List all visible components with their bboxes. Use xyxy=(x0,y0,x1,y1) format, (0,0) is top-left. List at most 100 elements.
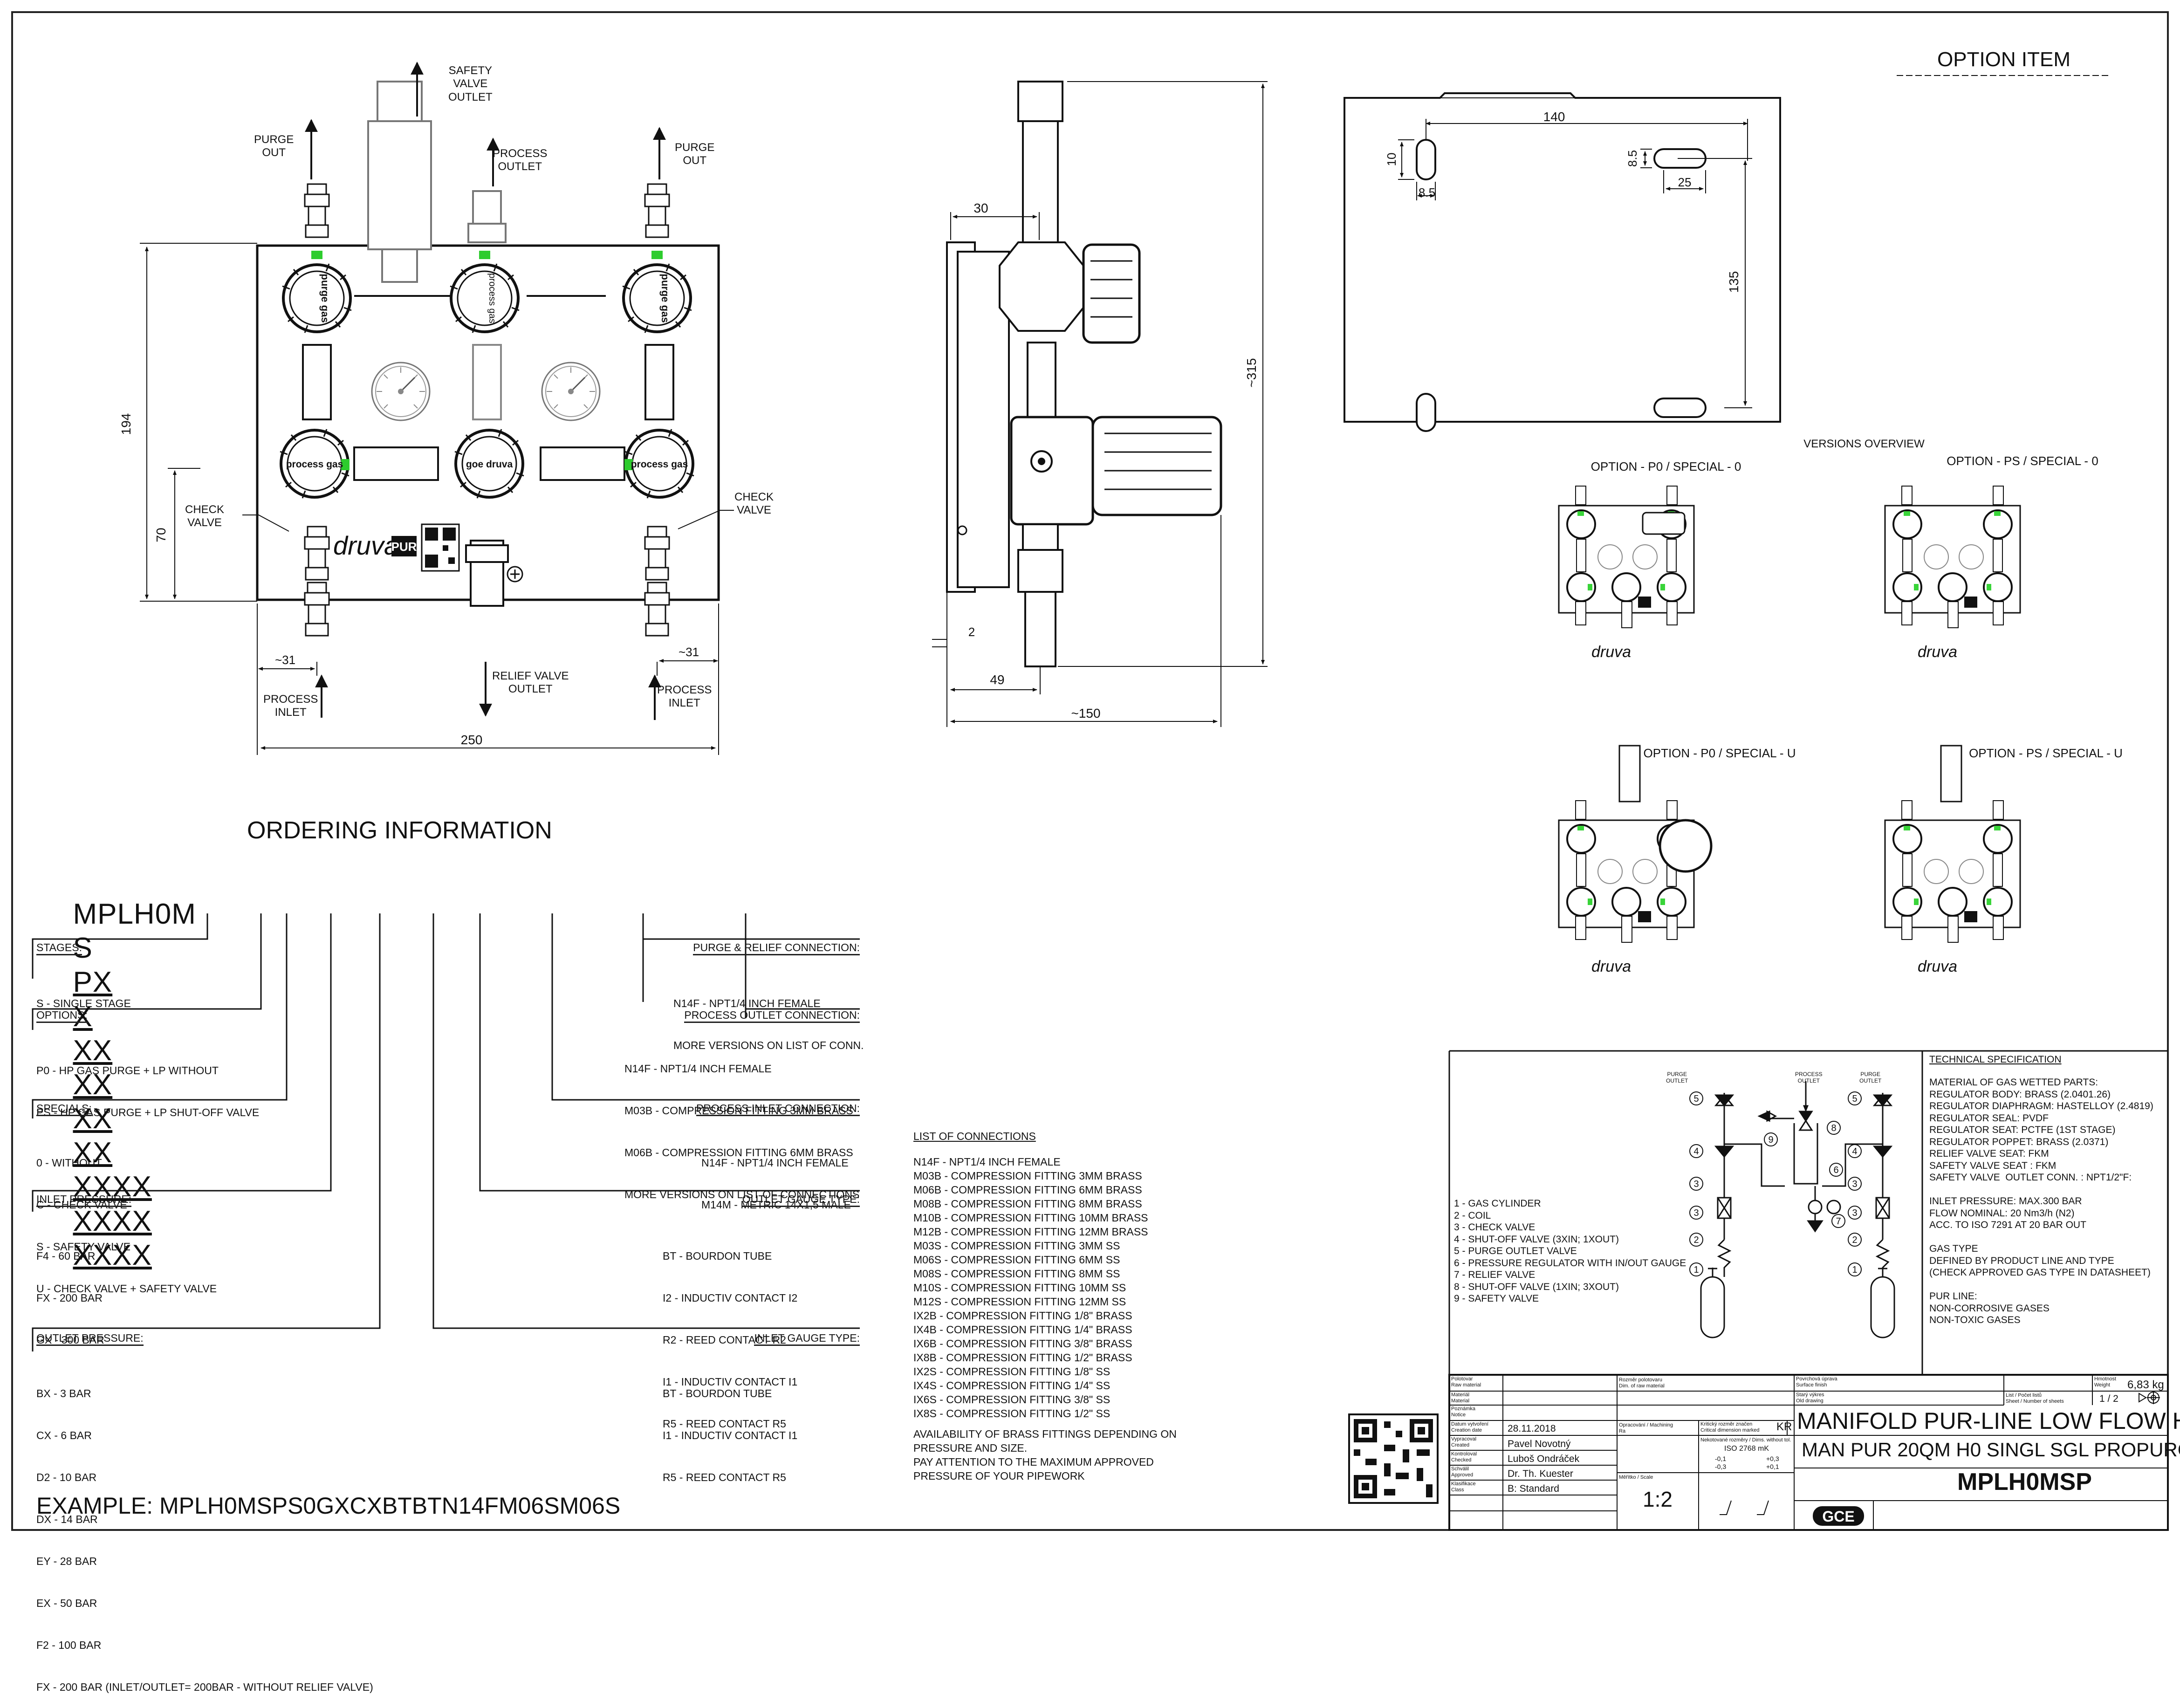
tb-label-raw: Polotovar Raw material xyxy=(1451,1376,1481,1388)
connection-item: M03S - COMPRESSION FITTING 3MM SS xyxy=(913,1240,1120,1252)
outlet-pressure-line: D2 - 10 BAR xyxy=(36,1471,97,1483)
tb-title-main: MANIFOLD PUR-LINE LOW FLOW H0 xyxy=(1797,1408,2180,1434)
versions-overview: VERSIONS OVERVIEW OPTION - P0 / SPECIAL … xyxy=(1558,438,2123,975)
tb-weight: 6,83 kg xyxy=(2127,1379,2164,1391)
inlet-gauge-line: BT - BOURDON TUBE xyxy=(663,1387,772,1399)
knob-text-brand: goe druva xyxy=(466,459,513,470)
purge-knob-right xyxy=(623,264,692,333)
svg-text:4: 4 xyxy=(1852,1146,1857,1157)
front-view: purge gas purge gas process gas process … xyxy=(119,62,734,755)
label-purge-out-left: PURGE OUT xyxy=(254,133,294,159)
section-outlet-gauge-lines: BT - BOURDON TUBE I2 - INDUCTIV CONTACT … xyxy=(663,1221,797,1445)
connection-item: M08S - COMPRESSION FITTING 8MM SS xyxy=(913,1268,1120,1280)
version-panel-3 xyxy=(1558,745,1713,943)
legend-item: 2 - COIL xyxy=(1454,1210,1491,1221)
options-line: PS - HP GAS PURGE + LP SHUT-OFF VALVE xyxy=(36,1106,260,1118)
version-panel-4 xyxy=(1884,745,2021,943)
tb-label-created: Vypracoval Created xyxy=(1451,1436,1477,1448)
dim-height-194: 194 xyxy=(119,413,133,435)
knob-text-process-top: process gas xyxy=(487,273,497,323)
specials-line: U - CHECK VALVE + SAFETY VALVE xyxy=(36,1283,217,1295)
section-options-title: OPTIONS: xyxy=(36,1009,88,1023)
connection-item: M10B - COMPRESSION FITTING 10MM BRASS xyxy=(913,1212,1148,1224)
gce-logo: GCE xyxy=(1813,1506,1864,1526)
ordering-title: ORDERING INFORMATION xyxy=(247,817,552,844)
tech-spec-line: GAS TYPE xyxy=(1929,1243,1978,1254)
section-process-inlet-lines: N14F - NPT1/4 INCH FEMALE M14M - METRIC … xyxy=(701,1128,851,1226)
svg-text:4: 4 xyxy=(1693,1146,1699,1157)
tb-label-critical: Kritický rozměr značen Critical dimensio… xyxy=(1700,1421,1760,1433)
legend-item: 5 - PURGE OUTLET VALVE xyxy=(1454,1246,1577,1256)
purge-relief-line: N14F - NPT1/4 INCH FEMALE xyxy=(673,997,821,1009)
section-specials-title: SPECIALS: xyxy=(36,1102,92,1116)
tolerance-symbols xyxy=(1720,1391,2160,1515)
dim-opt-8-5: 8.5 xyxy=(1419,185,1435,199)
label-check-valve-right: CHECK VALVE xyxy=(734,491,774,517)
svg-text:3: 3 xyxy=(1693,1179,1699,1189)
side-view: 30 ~315 2 49 ~150 xyxy=(932,81,1268,727)
side-purge-knob xyxy=(1082,243,1141,344)
section-process-outlet-title: PROCESS OUTLET CONNECTION: xyxy=(684,1009,860,1023)
title-block-grid xyxy=(1448,1374,2169,1531)
outlet-gauge-line: I2 - INDUCTIV CONTACT I2 xyxy=(663,1292,798,1304)
tech-spec-line: REGULATOR SEAT: PCTFE (1ST STAGE) xyxy=(1929,1125,2116,1135)
inlet-fitting-left xyxy=(304,582,330,637)
tb-sheet: 1 / 2 xyxy=(2099,1393,2118,1404)
tb-tol-plus: +0,3 +0,1 xyxy=(1766,1455,1779,1470)
connection-item: M08B - COMPRESSION FITTING 8MM BRASS xyxy=(913,1198,1142,1210)
connection-note-line: AVAILABILITY OF BRASS FITTINGS DEPENDING… xyxy=(913,1428,1177,1440)
dim-right-31: ~31 xyxy=(679,645,699,659)
qr-code xyxy=(1348,1413,1439,1504)
schematic-label-purge-outlet-left: PURGE OUTLET xyxy=(1666,1071,1688,1084)
tb-title-sub: MAN PUR 20QM H0 SINGL SGL PROPURGE xyxy=(1802,1439,2180,1461)
legend-item: 6 - PRESSURE REGULATOR WITH IN/OUT GAUGE xyxy=(1454,1257,1686,1269)
tech-spec-line: RELIEF VALVE SEAT: FKM xyxy=(1929,1148,2049,1159)
outlet-pressure-line: EY - 28 BAR xyxy=(36,1555,97,1567)
tb-label-class: Klasifikace Class xyxy=(1451,1481,1476,1493)
tb-scale: 1:2 xyxy=(1643,1487,1673,1511)
dim-opt-25: 25 xyxy=(1678,175,1692,189)
dim-side-49: 49 xyxy=(990,672,1004,687)
code-part-base: MPLH0M xyxy=(73,898,196,931)
code-part-outlet-pressure: XX xyxy=(73,1068,113,1101)
outlet-pressure-line: EX - 50 BAR xyxy=(36,1597,97,1609)
section-outlet-pressure-title: OUTLET PRESSURE: xyxy=(36,1332,144,1346)
svg-text:8: 8 xyxy=(1831,1123,1836,1133)
dim-opt-8-5b: 8.5 xyxy=(1625,150,1639,167)
tb-label-weight: Hmotnost Weight xyxy=(2094,1376,2117,1388)
outlet-gauge-line: R5 - REED CONTACT R5 xyxy=(663,1418,786,1430)
brand-logo: druva xyxy=(333,531,398,560)
code-part-purge-conn: XXXX xyxy=(73,1239,152,1271)
section-purge-relief-title: PURGE & RELIEF CONNECTION: xyxy=(693,941,860,955)
knob-text-purge-right: purge gas xyxy=(659,274,671,322)
version-label-4: OPTION - PS / SPECIAL - U xyxy=(1969,746,2123,760)
check-valve-left xyxy=(304,526,330,581)
code-part-outlet-conn: XXXX xyxy=(73,1205,152,1237)
legend-item: 1 - GAS CYLINDER xyxy=(1454,1198,1541,1209)
connection-item: IX2B - COMPRESSION FITTING 1/8" BRASS xyxy=(913,1310,1132,1322)
ordering-leaders xyxy=(32,913,860,1351)
section-inlet-pressure-title: INLET PRESSURE: xyxy=(36,1193,132,1207)
dim-lower-70: 70 xyxy=(154,528,168,542)
drawing-canvas: purge gas purge gas process gas process … xyxy=(11,11,2169,1531)
tech-spec-lines: MATERIAL OF GAS WETTED PARTS:REGULATOR B… xyxy=(1929,1077,2153,1326)
outlet-gauge xyxy=(541,362,601,421)
svg-text:3: 3 xyxy=(1852,1179,1857,1189)
tb-label-approved: Schválil Approved xyxy=(1451,1466,1474,1478)
code-part-special: X xyxy=(73,1000,93,1033)
tb-kr: KR xyxy=(1776,1420,1792,1433)
knob-text-process-left: process gas xyxy=(286,459,343,470)
tb-created-by: Pavel Novotný xyxy=(1508,1439,1571,1449)
label-safety-valve-outlet: SAFETY VALVE OUTLET xyxy=(448,64,493,103)
inlet-pressure-line: F4 - 60 BAR xyxy=(36,1250,96,1262)
schematic-label-purge-outlet-right: PURGE OUTLET xyxy=(1859,1071,1882,1084)
tb-label-old-drawing: Starý výkres Old drawing xyxy=(1796,1392,1824,1404)
ordering-code: MPLH0M S PX X XX XX XX XX XXXX XXXX XXXX xyxy=(56,863,199,1272)
tb-iso: ISO 2768 mK xyxy=(1724,1445,1769,1453)
connection-item: IX8S - COMPRESSION FITTING 1/2" SS xyxy=(913,1407,1111,1420)
version-label-3: OPTION - P0 / SPECIAL - U xyxy=(1644,746,1796,760)
connection-item: M06B - COMPRESSION FITTING 6MM BRASS xyxy=(913,1184,1142,1196)
connection-item: IX4B - COMPRESSION FITTING 1/4" BRASS xyxy=(913,1324,1132,1336)
version-brand-1: druva xyxy=(1591,643,1631,661)
